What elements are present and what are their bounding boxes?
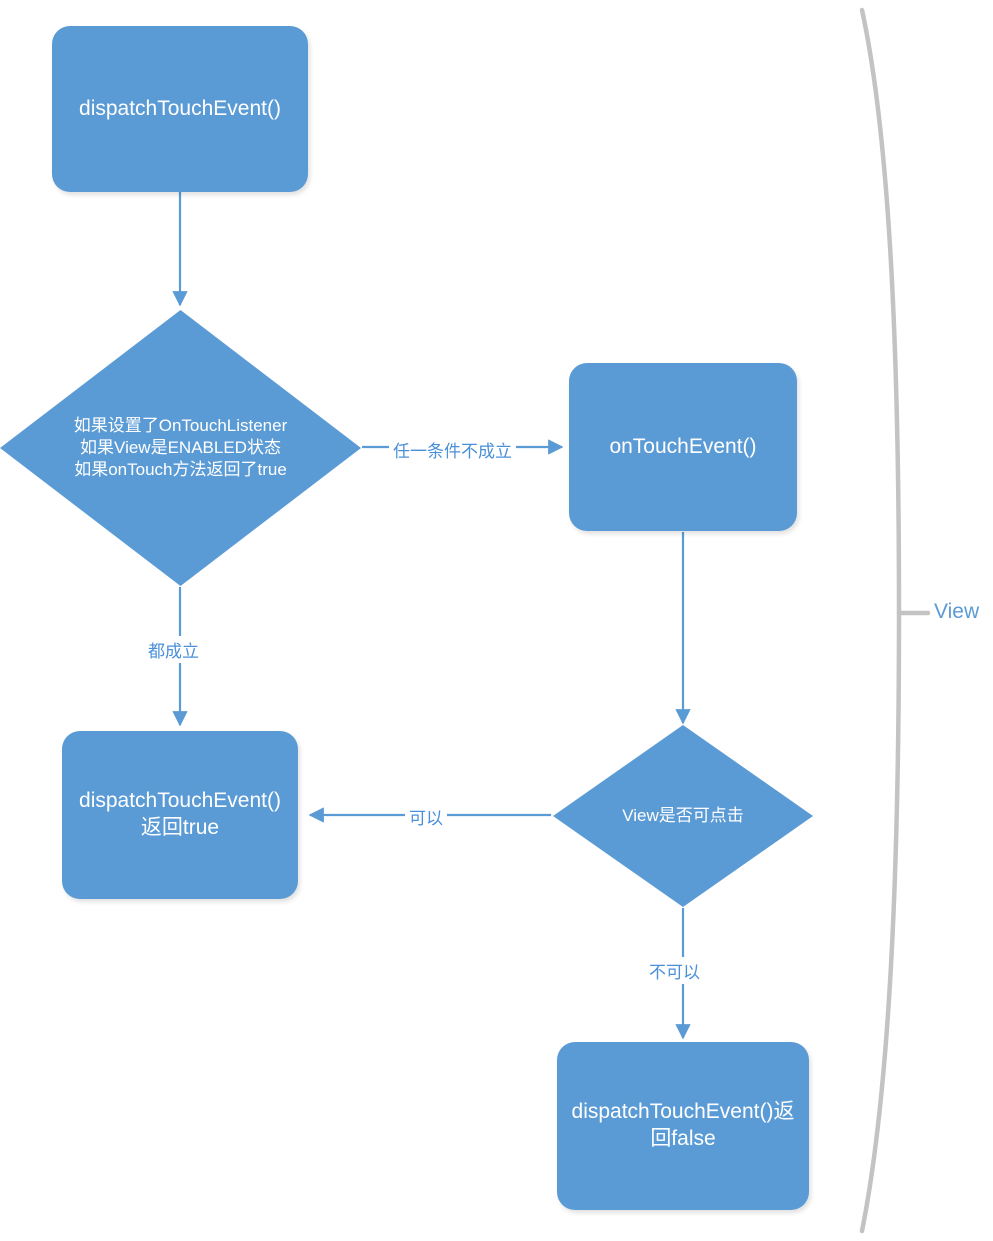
edge-label-clickable-no: 不可以 [645, 957, 704, 984]
node-label: dispatchTouchEvent() 返回true [79, 789, 281, 839]
diamond-shape [553, 725, 813, 907]
node-label: dispatchTouchEvent() [79, 96, 281, 120]
node-listener-conditions[interactable]: 如果设置了OnTouchListener 如果View是ENABLED状态 如果… [0, 310, 361, 586]
node-dispatch-return-true[interactable]: dispatchTouchEvent() 返回true [62, 731, 298, 899]
view-brace [859, 7, 902, 1234]
node-dispatch-return-false[interactable]: dispatchTouchEvent()返 回false [557, 1042, 809, 1210]
node-view-clickable[interactable]: View是否可点击 [553, 725, 813, 907]
edge-label-text: 不可以 [649, 963, 700, 982]
edge-label-text: 都成立 [148, 642, 199, 661]
node-label: View是否可点击 [622, 806, 744, 826]
edge-label-text: 可以 [409, 809, 443, 828]
node-on-touch-event[interactable]: onTouchEvent() [569, 363, 797, 531]
node-dispatch-touch-event[interactable]: dispatchTouchEvent() [52, 26, 308, 192]
edge-label-text: 任一条件不成立 [393, 442, 512, 461]
diamond-shape [0, 310, 361, 586]
node-label: onTouchEvent() [609, 434, 757, 458]
view-brace-label: View [934, 600, 979, 624]
view-brace-label-text: View [934, 600, 980, 623]
edge-label-all-conditions-true: 都成立 [144, 636, 203, 663]
edge-label-clickable-yes: 可以 [405, 803, 447, 830]
node-label: dispatchTouchEvent()返 回false [571, 1100, 795, 1150]
node-label: 如果设置了OnTouchListener 如果View是ENABLED状态 如果… [73, 416, 288, 479]
edge-label-any-condition-false: 任一条件不成立 [389, 436, 516, 463]
